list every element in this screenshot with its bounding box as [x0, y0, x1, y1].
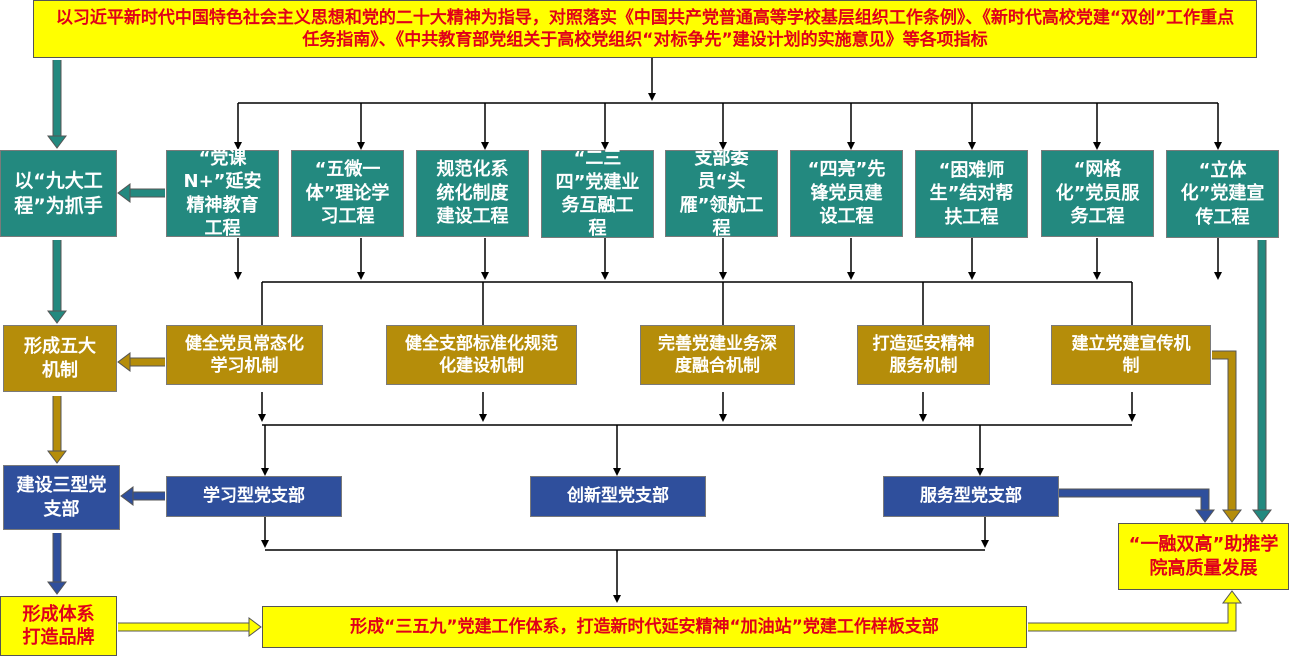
branch-text: 创新型党支部: [567, 486, 669, 507]
arrowhead: [613, 468, 621, 476]
project-box: “网格化”党员服务工程: [1041, 150, 1154, 237]
mechanism-text: 打造延安精神服务机制: [872, 333, 975, 376]
goal-text: “一融双高”助推学院高质量发展: [1128, 534, 1279, 579]
banner-text: 以习近平新时代中国特色社会主义思想和党的二十大精神为指导，对照落实《中国共产党普…: [55, 7, 1235, 50]
project-text: “网格化”党员服务工程: [1055, 159, 1140, 228]
label-text: 形成体系打造品牌: [22, 603, 95, 648]
system-brand-label: 形成体系打造品牌: [0, 596, 117, 656]
thick-arrowhead: [120, 486, 134, 506]
arrowhead: [234, 142, 242, 150]
arrowhead: [976, 468, 984, 476]
thick-arrow: [1028, 602, 1236, 631]
project-text: “党课N+”延安精神教育工程: [183, 147, 262, 239]
project-text: 支部委员“头雁”领航工程: [679, 147, 764, 239]
project-box: “立体化”党建宣传工程: [1166, 150, 1279, 238]
project-box: “困难师生”结对帮扶工程: [915, 150, 1028, 238]
arrowhead: [1093, 272, 1101, 280]
arrowhead: [481, 272, 489, 280]
thick-arrowhead: [47, 450, 67, 464]
arrowhead: [1214, 272, 1222, 280]
mechanism-box: 健全党员常态化学习机制: [166, 325, 323, 385]
project-box: “五微一体”理论学习工程: [291, 150, 404, 237]
system-summary: 形成“三五九”党建工作体系，打造新时代延安精神“加油站”党建工作样板支部: [262, 606, 1027, 648]
project-text: “五微一体”理论学习工程: [305, 159, 390, 228]
arrowhead: [601, 142, 609, 150]
branch-text: 学习型党支部: [203, 486, 305, 507]
five-mechanisms-label: 形成五大机制: [3, 325, 117, 392]
arrowhead: [981, 540, 989, 548]
thick-arrowhead: [47, 581, 67, 595]
summary-text: 形成“三五九”党建工作体系，打造新时代延安精神“加油站”党建工作样板支部: [350, 616, 939, 637]
branch-text: 服务型党支部: [920, 486, 1022, 507]
arrowhead: [357, 272, 365, 280]
project-box: “二三四”党建业务互融工程: [541, 148, 654, 240]
thick-arrowhead: [1195, 509, 1215, 523]
project-box: 规范化系统化制度建设工程: [416, 150, 529, 237]
nine-projects-label: 以“九大工程”为抓手: [0, 150, 117, 237]
thick-arrowhead: [248, 617, 262, 637]
project-text: “四亮”先锋党员建设工程: [807, 159, 886, 228]
thick-arrowhead: [1222, 590, 1242, 604]
guiding-principle-banner: 以习近平新时代中国特色社会主义思想和党的二十大精神为指导，对照落实《中国共产党普…: [33, 0, 1257, 58]
thick-arrowhead: [117, 352, 131, 372]
project-text: 规范化系统化制度建设工程: [436, 159, 509, 228]
mechanism-box: 健全支部标准化规范化建设机制: [386, 325, 577, 385]
project-text: “困难师生”结对帮扶工程: [929, 159, 1014, 228]
arrowhead: [258, 414, 266, 422]
arrowhead: [261, 468, 269, 476]
thick-arrowhead: [117, 183, 131, 203]
arrowhead: [847, 142, 855, 150]
label-text: 以“九大工程”为抓手: [14, 169, 103, 217]
arrowhead: [601, 272, 609, 280]
arrowhead: [648, 93, 656, 101]
thick-arrowhead: [1252, 509, 1272, 523]
branch-box: 学习型党支部: [166, 476, 342, 517]
arrowhead: [919, 414, 927, 422]
thick-arrowhead: [1222, 509, 1242, 523]
mechanism-box: 打造延安精神服务机制: [857, 325, 990, 385]
arrowhead: [968, 142, 976, 150]
mechanism-text: 健全党员常态化学习机制: [185, 333, 304, 376]
arrowhead: [968, 272, 976, 280]
arrowhead: [719, 414, 727, 422]
arrowhead: [1093, 142, 1101, 150]
arrowhead: [719, 142, 727, 150]
mechanism-text: 建立党建宣传机制: [1071, 333, 1191, 376]
thick-arrow: [1212, 351, 1236, 511]
mechanism-text: 完善党建业务深度融合机制: [658, 333, 777, 376]
label-text: 形成五大机制: [24, 336, 96, 381]
arrowhead: [1214, 142, 1222, 150]
project-box: 支部委员“头雁”领航工程: [665, 148, 778, 239]
mechanism-box: 完善党建业务深度融合机制: [640, 325, 795, 385]
branch-box: 服务型党支部: [883, 476, 1059, 517]
project-text: “立体化”党建宣传工程: [1180, 159, 1265, 228]
arrowhead: [613, 595, 621, 603]
mechanism-box: 建立党建宣传机制: [1051, 325, 1211, 385]
arrowhead: [481, 142, 489, 150]
arrowhead: [261, 540, 269, 548]
arrowhead: [1128, 414, 1136, 422]
three-branches-label: 建设三型党支部: [3, 465, 120, 530]
arrowhead: [719, 272, 727, 280]
branch-box: 创新型党支部: [530, 476, 706, 517]
arrowhead: [234, 272, 242, 280]
project-box: “党课N+”延安精神教育工程: [166, 148, 279, 239]
thick-arrowhead: [47, 135, 67, 149]
mechanism-text: 健全支部标准化规范化建设机制: [405, 333, 558, 376]
goal-box: “一融双高”助推学院高质量发展: [1118, 523, 1289, 590]
project-text: “二三四”党建业务互融工程: [555, 148, 640, 240]
arrowhead: [847, 272, 855, 280]
project-box: “四亮”先锋党员建设工程: [790, 150, 903, 237]
thick-arrow-outline: [1028, 602, 1237, 632]
arrowhead: [357, 142, 365, 150]
thick-arrow: [1059, 489, 1209, 511]
arrowhead: [479, 414, 487, 422]
label-text: 建设三型党支部: [16, 475, 107, 520]
thick-arrowhead: [47, 310, 67, 324]
